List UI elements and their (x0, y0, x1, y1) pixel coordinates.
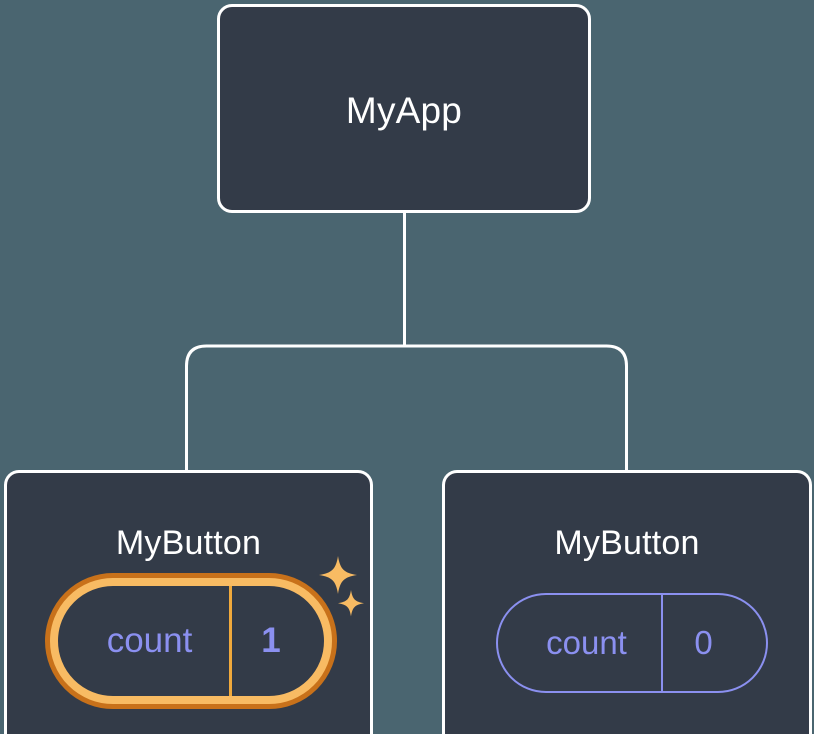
state-pill-highlighted[interactable]: count 1 (45, 573, 337, 709)
state-key-label: count (498, 595, 663, 691)
state-value-label: 1 (261, 621, 281, 660)
node-myapp-label: MyApp (345, 90, 463, 131)
state-pill-plain[interactable]: count 0 (496, 593, 768, 693)
node-mybutton-right[interactable]: MyButton count 0 (442, 470, 812, 734)
state-key-label: count (58, 586, 232, 696)
state-value-label: 0 (694, 624, 713, 661)
node-mybutton-right-label: MyButton (554, 524, 700, 562)
state-pill-outer-ring (45, 573, 337, 709)
connector-branch-bar (185, 344, 628, 470)
node-mybutton-left[interactable]: MyButton count 1 (4, 470, 373, 734)
node-myapp[interactable]: MyApp (217, 4, 591, 213)
state-pill-body: count 1 (58, 586, 324, 696)
state-pill-inner-ring (50, 578, 332, 704)
node-mybutton-left-label: MyButton (115, 524, 262, 562)
